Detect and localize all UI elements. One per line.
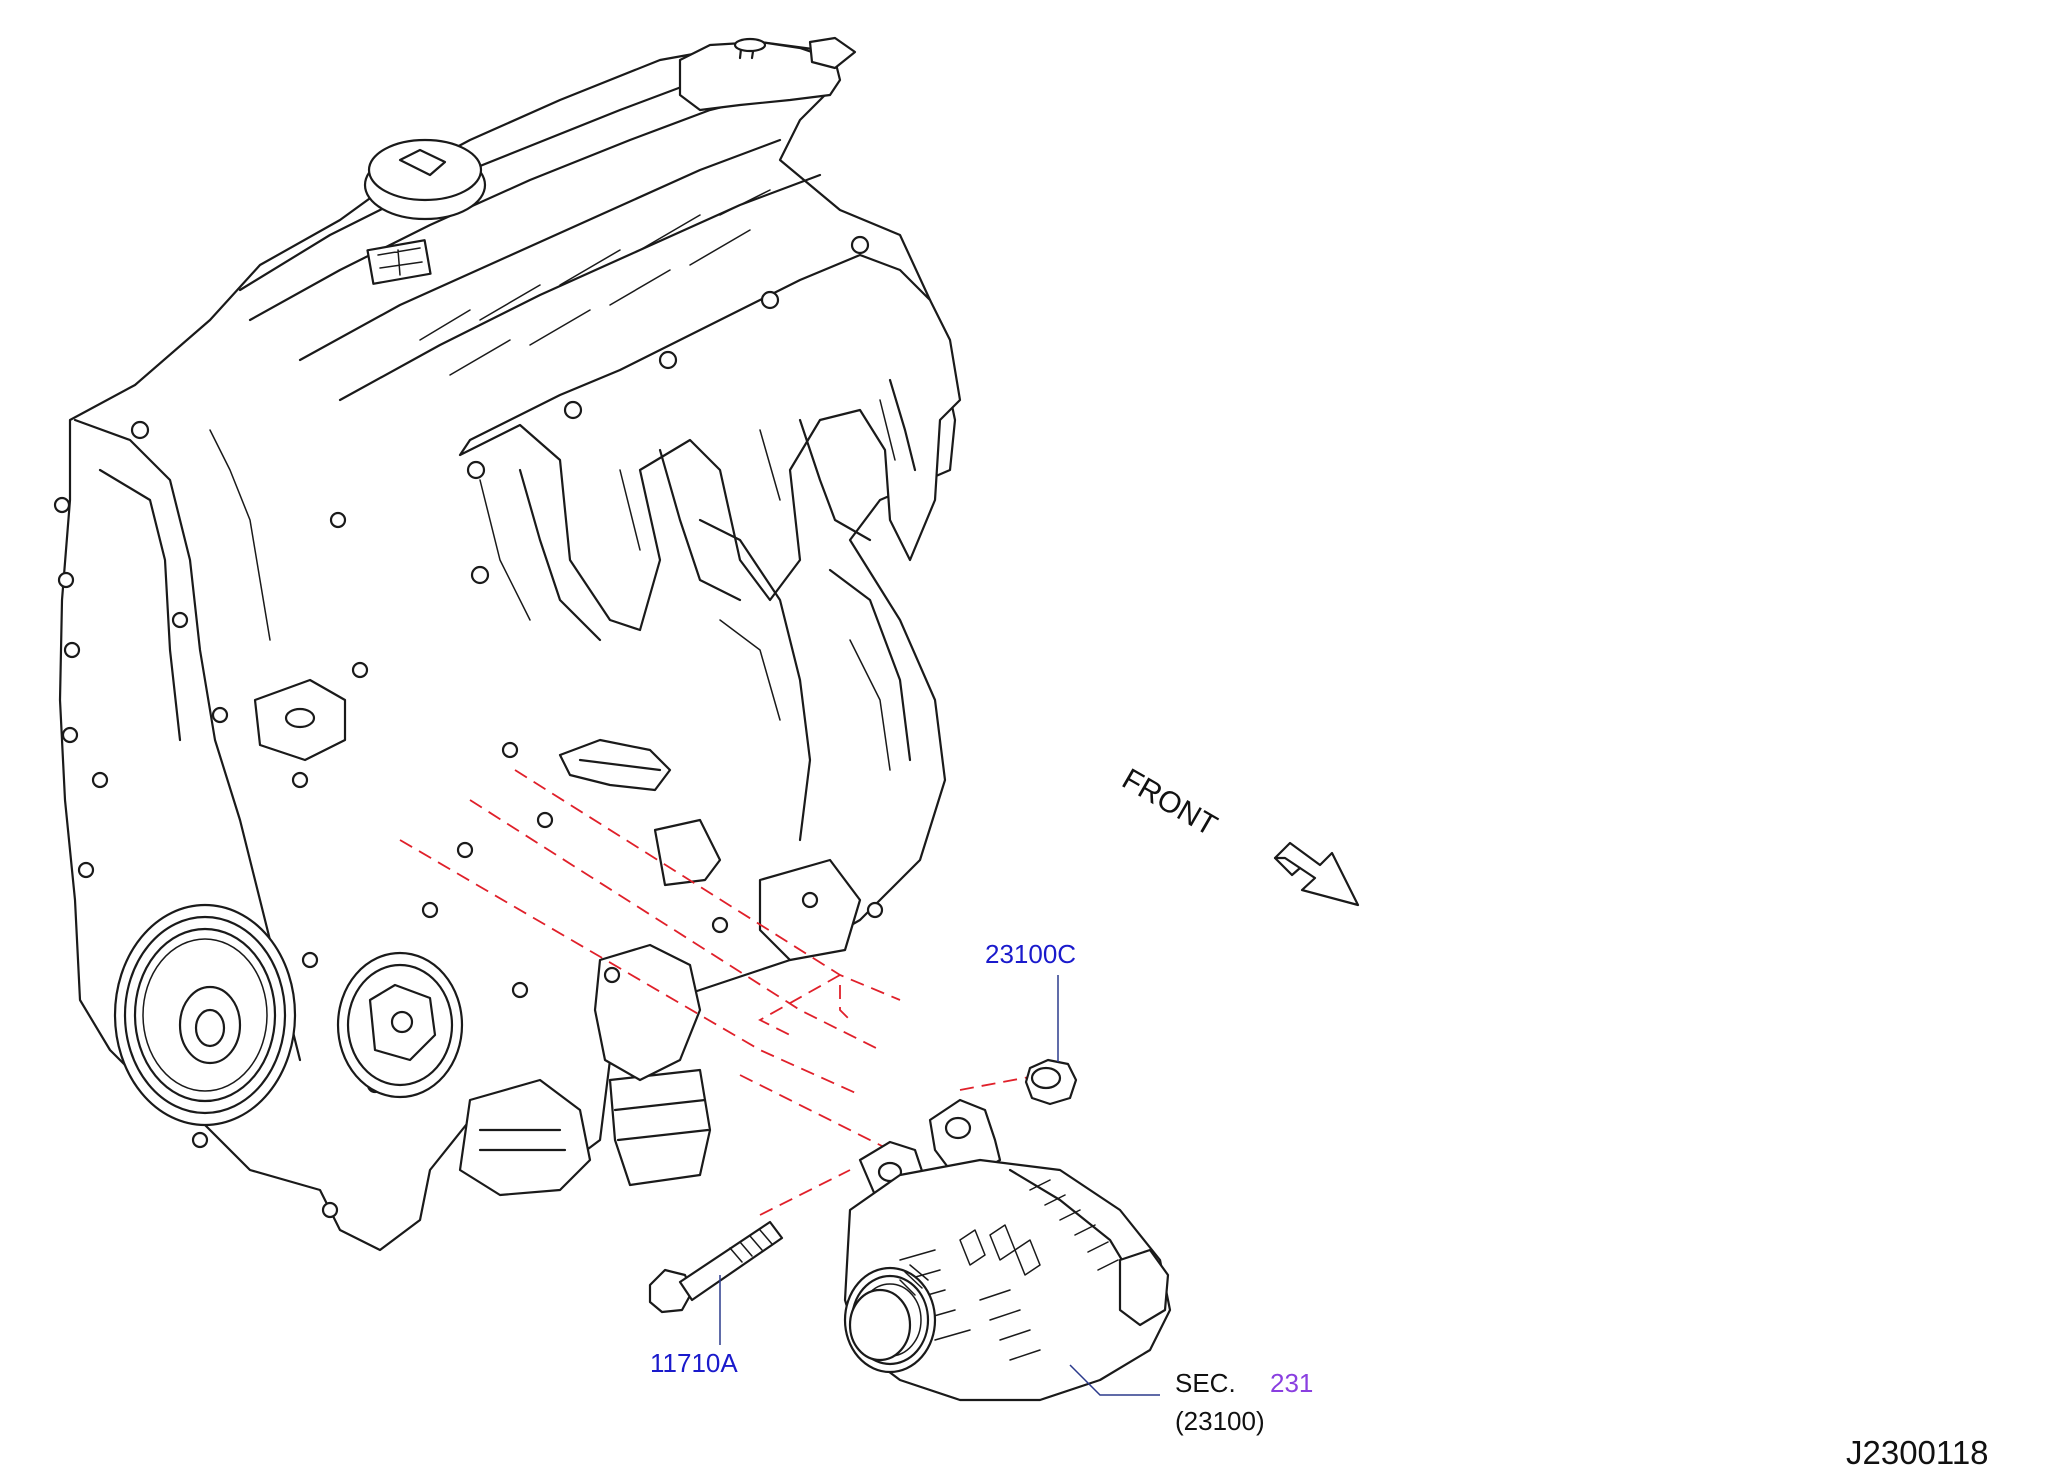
front-indicator: FRONT — [1117, 762, 1360, 907]
front-label: FRONT — [1117, 762, 1223, 842]
section-ref-number[interactable]: 231 — [1270, 1368, 1313, 1398]
intake-manifold — [458, 253, 962, 642]
water-pump-pulley — [336, 951, 464, 1099]
section-ref-part: (23100) — [1175, 1406, 1265, 1436]
manifold-bolts — [466, 235, 870, 585]
drawing-id: J2300118 — [1846, 1434, 1989, 1471]
assembly-dashed-lines — [399, 769, 1041, 1216]
callout-bolt-11710a[interactable]: 11710A — [650, 1348, 738, 1378]
coolant-outlet — [593, 943, 712, 1187]
crankshaft-pulley — [113, 903, 297, 1127]
callout-nut-23100c[interactable]: 23100C — [985, 939, 1076, 969]
bolt-part — [648, 1220, 784, 1345]
engine-assembly — [53, 36, 962, 1252]
section-ref-prefix: SEC. — [1175, 1368, 1236, 1398]
alternator — [843, 1098, 1172, 1402]
front-arrow-icon — [1273, 841, 1360, 907]
nut-part — [1024, 975, 1078, 1106]
